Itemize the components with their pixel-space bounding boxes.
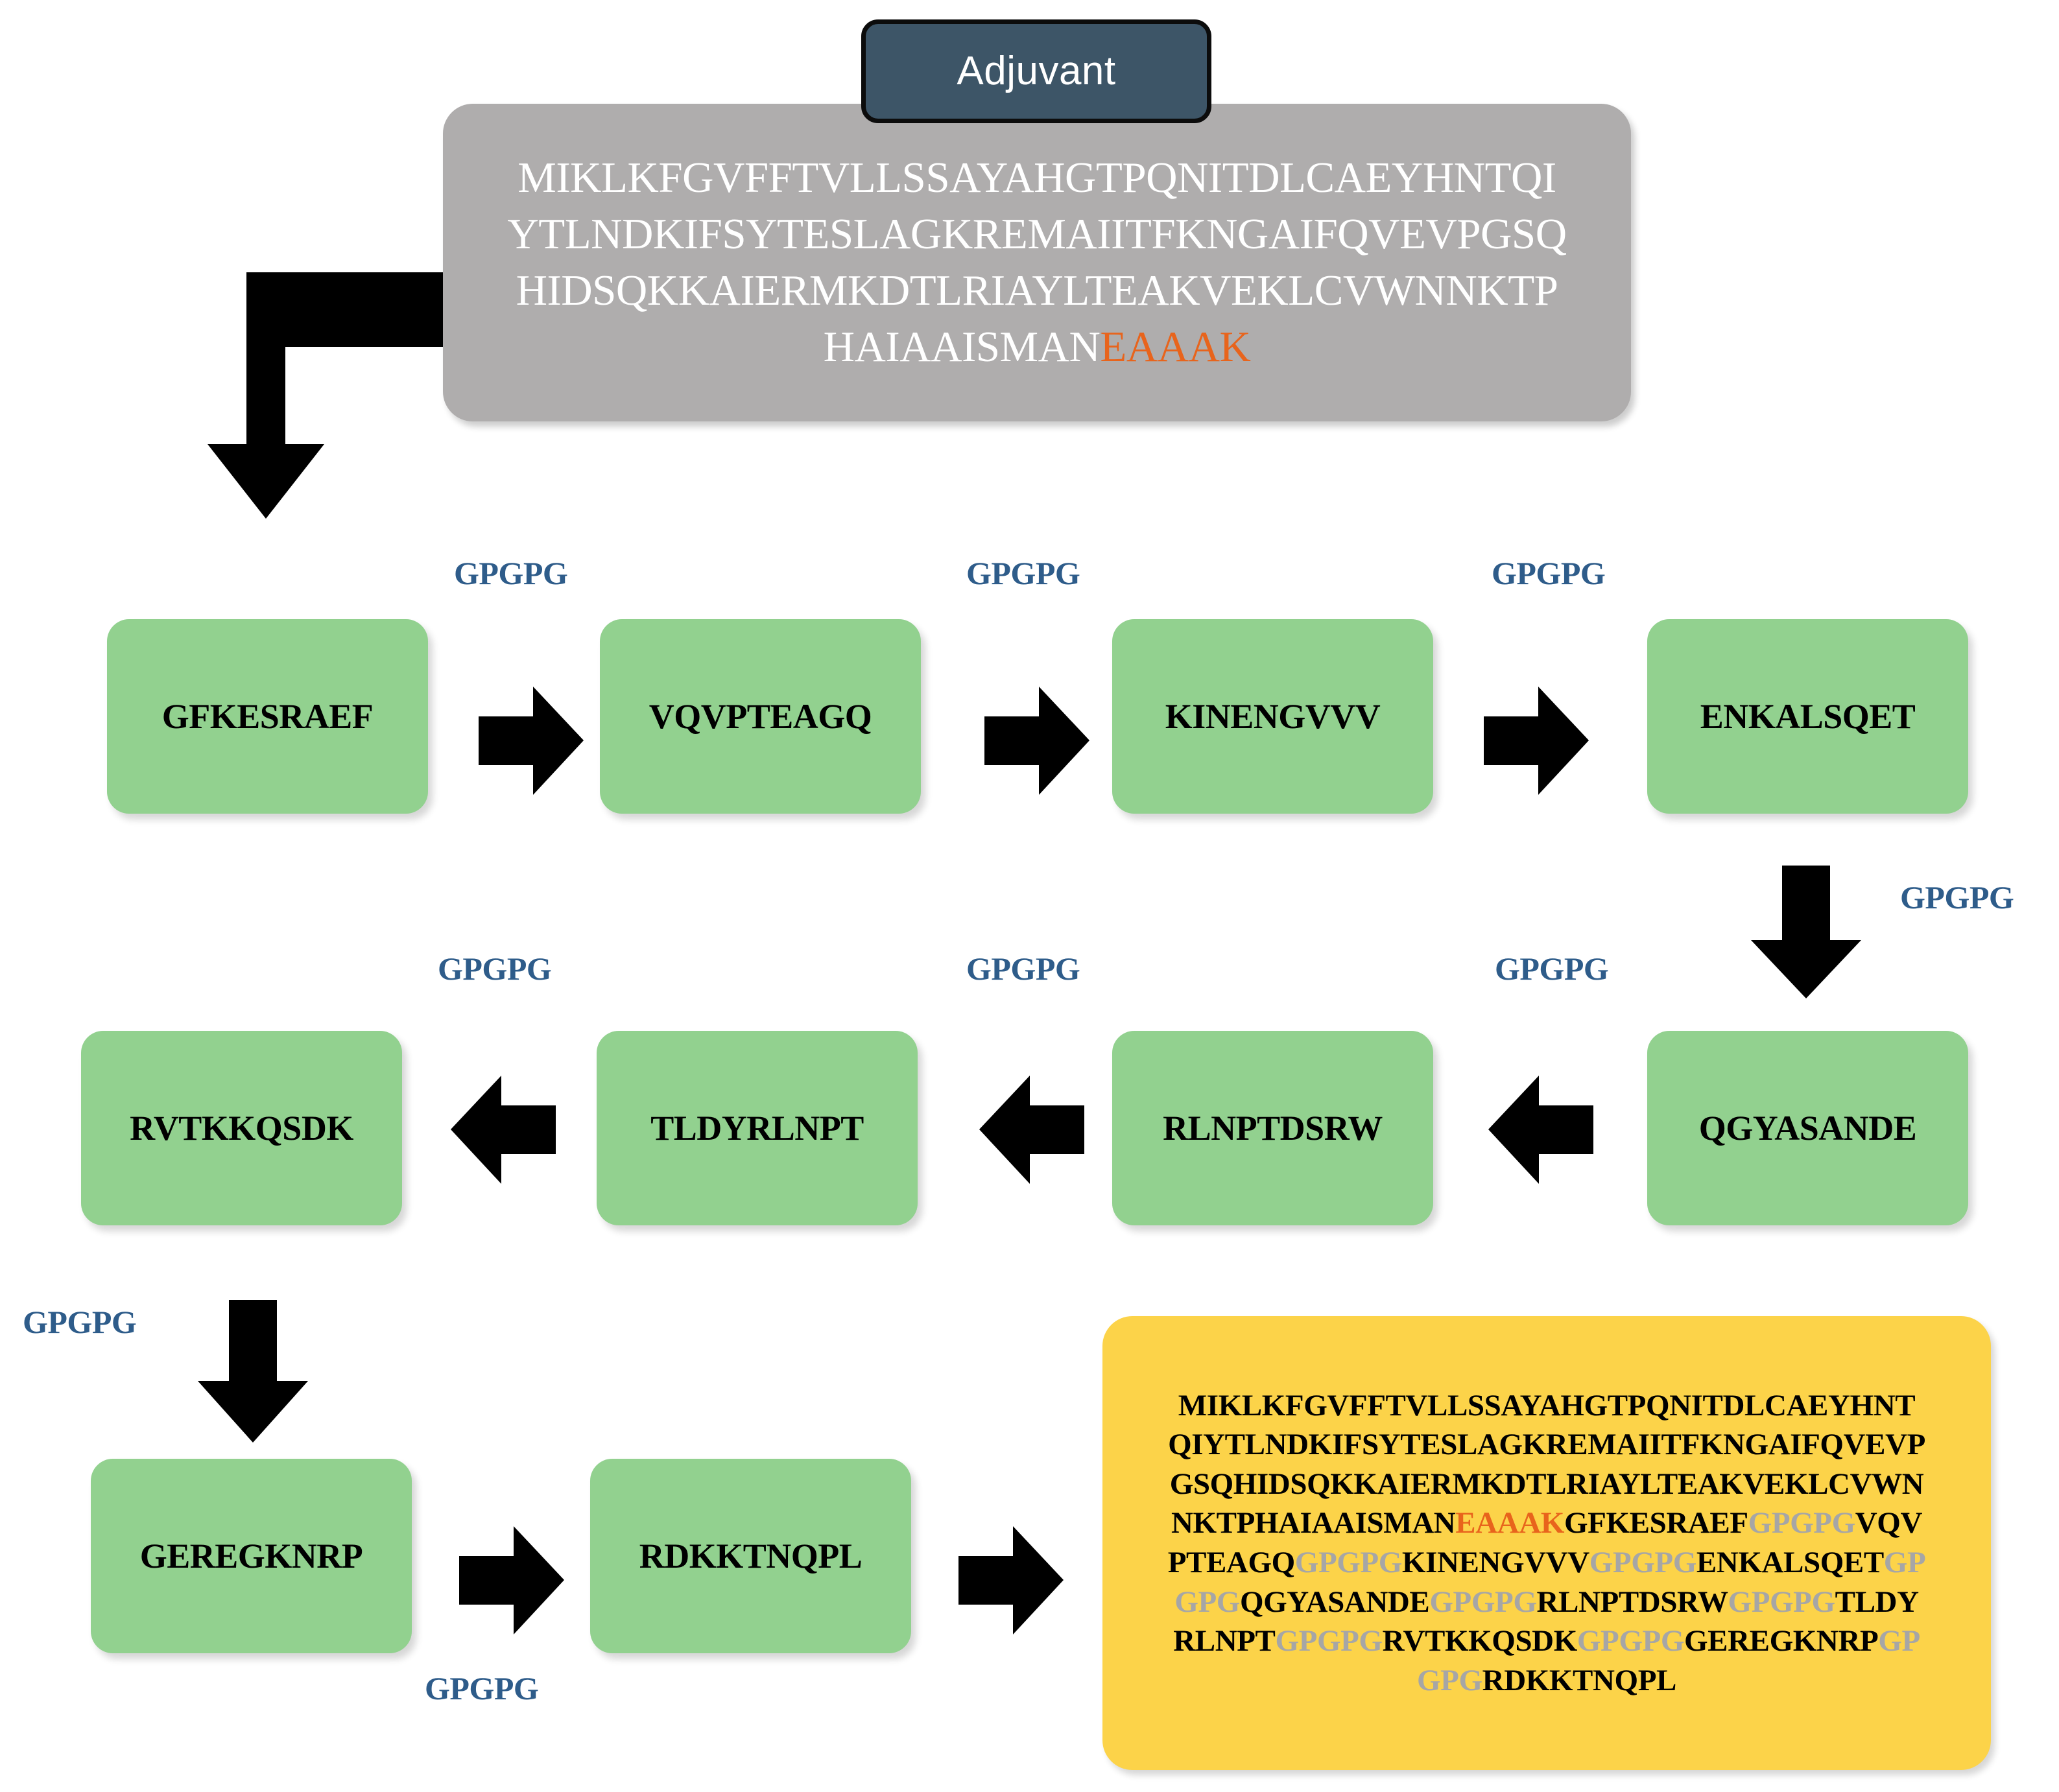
arrow-down-row2-to-row3 [191,1297,315,1446]
gpgpg-linker-label-2: GPGPG [966,555,1080,591]
adjuvant-label-text: Adjuvant [957,49,1116,93]
arrow-right-4 [454,1524,567,1637]
epitope-label: KINENGVVV [1165,697,1381,736]
construct-gpgpg-linker: GPGPG [1748,1506,1855,1540]
construct-epitope-segment: GEREGKNRP [1684,1624,1879,1658]
construct-gpgpg-linker: GPG [1174,1585,1240,1619]
arrow-left-3 [447,1073,561,1186]
epitope-box-enkalsqet[interactable]: ENKALSQET [1647,619,1968,814]
construct-epitope-segment: GSQHIDSQKKAIERMKDTLRIAYLTEAKVEKLCVWN [1169,1467,1924,1501]
epitope-box-geregknrp[interactable]: GEREGKNRP [91,1459,412,1653]
gpgpg-linker-label-6: GPGPG [966,950,1080,987]
construct-epitope-segment: RVTKKQSDK [1382,1624,1578,1658]
construct-epitope-segment: TLDY [1835,1585,1919,1619]
adjuvant-seq-line-4: HAIAAISMAN [823,323,1101,371]
adjuvant-seq-line-3: HIDSQKKAIERMKDTLRIAYLTEAKVEKLCVWNNKTP [516,266,1558,314]
epitope-label: TLDYRLNPT [650,1109,864,1148]
construct-gpgpg-linker: GPGPG [1275,1624,1383,1658]
construct-gpgpg-linker: GPGPG [1429,1585,1537,1619]
epitope-box-rdkktnqpl[interactable]: RDKKTNQPL [590,1459,911,1653]
construct-epitope-segment: VQV [1855,1506,1923,1540]
arrow-right-2 [979,684,1093,797]
gpgpg-linker-label-4: GPGPG [1900,879,2014,915]
gpgpg-linker-label-3: GPGPG [1492,555,1606,591]
construct-eaaak-linker: EAAAK [1455,1506,1565,1540]
construct-epitope-segment: ENKALSQET [1696,1546,1884,1579]
final-construct-sequence: MIKLKFGVFFTVLLSSAYAHGTPQNITDLCAEYHNT QIYT… [1168,1386,1926,1701]
construct-gpgpg-linker: GPG [1417,1663,1482,1697]
arrow-left-1 [1485,1073,1599,1186]
epitope-label: RVTKKQSDK [130,1109,353,1148]
adjuvant-seq-line-1: MIKLKFGVFFTVLLSSAYAHGTPQNITDLCAEYHNTQI [518,153,1556,202]
eaaak-linker-text: EAAAK [1100,323,1251,371]
construct-epitope-segment: MIKLKFGVFFTVLLSSAYAHGTPQNITDLCAEYHNT [1178,1388,1916,1422]
construct-gpgpg-linker: GPGPG [1577,1624,1684,1658]
gpgpg-linker-label-1: GPGPG [454,555,568,591]
epitope-label: RDKKTNQPL [639,1537,863,1575]
epitope-label: GEREGKNRP [139,1537,363,1575]
gpgpg-linker-label-9: GPGPG [425,1670,539,1706]
arrow-right-3 [1479,684,1592,797]
gpgpg-linker-label-7: GPGPG [438,950,552,987]
epitope-label: ENKALSQET [1700,697,1916,736]
epitope-label: RLNPTDSRW [1163,1109,1383,1148]
epitope-box-tldyrlnpt[interactable]: TLDYRLNPT [597,1031,918,1225]
arrow-left-2 [976,1073,1089,1186]
elbow-arrow-adjuvant-to-row1 [195,269,467,522]
construct-epitope-segment: PTEAGQ [1167,1546,1295,1579]
construct-epitope-segment: QGYASANDE [1239,1585,1430,1619]
adjuvant-label-chip: Adjuvant [861,19,1211,123]
epitope-box-gfkesraef[interactable]: GFKESRAEF [107,619,428,814]
construct-epitope-segment: KINENGVVV [1401,1546,1589,1579]
arrow-right-1 [473,684,587,797]
construct-gpgpg-linker: GPGPG [1589,1546,1696,1579]
construct-epitope-segment: NKTPHAIAAISMAN [1171,1506,1456,1540]
arrow-right-5 [953,1524,1067,1637]
adjuvant-seq-line-2: YTLNDKIFSYTESLAGKREMAIITFKNGAIFQVEVPGSQ [507,209,1567,258]
construct-epitope-segment: QIYTLNDKIFSYTESLAGKREMAIITFKNGAIFQVEVP [1168,1428,1925,1462]
construct-epitope-segment: RDKKTNQPL [1482,1663,1677,1697]
epitope-box-vqvpteagq[interactable]: VQVPTEAGQ [600,619,921,814]
adjuvant-sequence-text: MIKLKFGVFFTVLLSSAYAHGTPQNITDLCAEYHNTQI Y… [507,150,1567,375]
epitope-box-qgyasande[interactable]: QGYASANDE [1647,1031,1968,1225]
construct-epitope-segment: RLNPTDSRW [1536,1585,1728,1619]
epitope-label: VQVPTEAGQ [649,697,872,736]
construct-epitope-segment: GFKESRAEF [1564,1506,1748,1540]
adjuvant-sequence-box: MIKLKFGVFFTVLLSSAYAHGTPQNITDLCAEYHNTQI Y… [443,104,1631,421]
construct-gpgpg-linker: GPGPG [1728,1585,1835,1619]
epitope-box-rlnptdsrw[interactable]: RLNPTDSRW [1112,1031,1433,1225]
final-construct-box: MIKLKFGVFFTVLLSSAYAHGTPQNITDLCAEYHNT QIYT… [1102,1316,1991,1770]
epitope-label: GFKESRAEF [161,697,374,736]
epitope-box-rvtkkqsdk[interactable]: RVTKKQSDK [81,1031,402,1225]
gpgpg-linker-label-8: GPGPG [23,1304,137,1340]
gpgpg-linker-label-5: GPGPG [1495,950,1609,987]
arrow-down-row1-to-row2 [1744,862,1868,1002]
construct-epitope-segment: RLNPT [1173,1624,1276,1658]
construct-gpgpg-linker: GP [1883,1546,1926,1579]
epitope-box-kinengvvv[interactable]: KINENGVVV [1112,619,1433,814]
construct-gpgpg-linker: GP [1878,1624,1920,1658]
epitope-label: QGYASANDE [1698,1109,1917,1148]
construct-gpgpg-linker: GPGPG [1294,1546,1402,1579]
